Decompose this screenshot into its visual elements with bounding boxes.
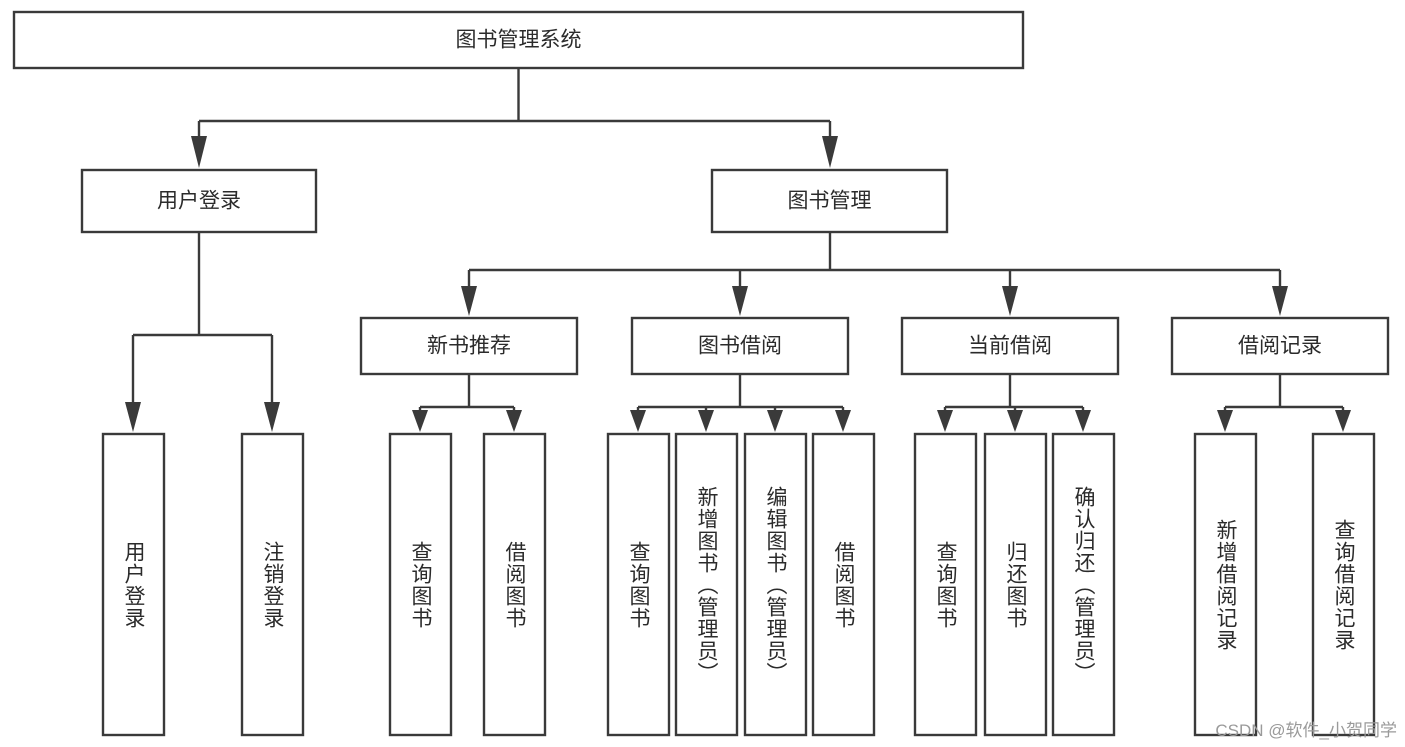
node-leaf-query-book-current-box[interactable] [913,432,978,737]
arrowhead-leaf-add-book-admin [698,410,714,432]
node-new-book-recommend-box[interactable] [359,316,579,376]
arrowhead-leaf-confirm-return-admin [1075,410,1091,432]
node-leaf-edit-book-admin-box[interactable] [743,432,808,737]
node-current-borrow[interactable]: 当前借阅 [900,316,1120,376]
node-leaf-return-book-box[interactable] [983,432,1048,737]
node-leaf-query-book-borrow-box[interactable] [606,432,671,737]
arrowhead-borrow-record [1272,286,1288,316]
node-root[interactable]: 图书管理系统 [12,10,1025,70]
connector-group-current-borrow [937,374,1091,432]
node-book-borrow[interactable]: 图书借阅 [630,316,850,376]
connector-group-root [191,68,838,168]
node-book-management[interactable]: 图书管理 [710,168,949,234]
arrowhead-leaf-query-book-borrow [630,410,646,432]
node-book-borrow-label: 图书借阅 [698,335,782,358]
arrowhead-user-login [191,136,207,168]
arrowhead-leaf-logout [264,402,280,432]
node-current-borrow-label: 当前借阅 [968,335,1052,358]
arrowhead-leaf-return-book [1007,410,1023,432]
csdn-watermark: CSDN @软件_小贺同学 [1215,721,1397,740]
node-book-management-box[interactable] [710,168,949,234]
node-leaf-borrow-book-box[interactable] [811,432,876,737]
node-user-login-label: 用户登录 [157,190,241,213]
arrowhead-book-management [822,136,838,168]
node-new-book-recommend-label: 新书推荐 [427,335,511,358]
node-leaf-confirm-return-admin-box[interactable] [1051,432,1116,737]
node-leaf-user-login-box[interactable] [101,432,166,737]
node-root-label: 图书管理系统 [456,29,582,52]
node-book-management-label: 图书管理 [788,190,872,213]
node-user-login[interactable]: 用户登录 [80,168,318,234]
node-leaf-query-book-recommend-box[interactable] [388,432,453,737]
connector-group-user-login [125,232,280,432]
node-new-book-recommend[interactable]: 新书推荐 [359,316,579,376]
node-leaf-logout-box[interactable] [240,432,305,737]
arrowhead-leaf-edit-book-admin [767,410,783,432]
node-leaf-query-borrow-record-box[interactable] [1311,432,1376,737]
connector-group-book-borrow [630,374,851,432]
node-user-login-box[interactable] [80,168,318,234]
arrowhead-leaf-borrow-book-recommend [506,410,522,432]
node-leaf-add-book-admin-box[interactable] [674,432,739,737]
node-leaf-borrow-book-recommend-box[interactable] [482,432,547,737]
connector-group-borrow-record [1217,374,1351,432]
leaf-boxes-group [101,432,1376,737]
node-root-box[interactable] [12,10,1025,70]
connector-group-book-management [461,232,1288,316]
arrowhead-leaf-borrow-book [835,410,851,432]
arrowhead-leaf-query-borrow-record [1335,410,1351,432]
arrowhead-leaf-user-login [125,402,141,432]
node-leaf-add-borrow-record-box[interactable] [1193,432,1258,737]
arrowhead-new-book-recommend [461,286,477,316]
connector-group-new-book-recommend [412,374,522,432]
arrowhead-current-borrow [1002,286,1018,316]
arrowhead-leaf-add-borrow-record [1217,410,1233,432]
arrowhead-book-borrow [732,286,748,316]
arrowhead-leaf-query-book-current [937,410,953,432]
node-current-borrow-box[interactable] [900,316,1120,376]
node-book-borrow-box[interactable] [630,316,850,376]
node-borrow-record-box[interactable] [1170,316,1390,376]
node-borrow-record-label: 借阅记录 [1238,335,1322,358]
arrowhead-leaf-query-book-recommend [412,410,428,432]
node-borrow-record[interactable]: 借阅记录 [1170,316,1390,376]
